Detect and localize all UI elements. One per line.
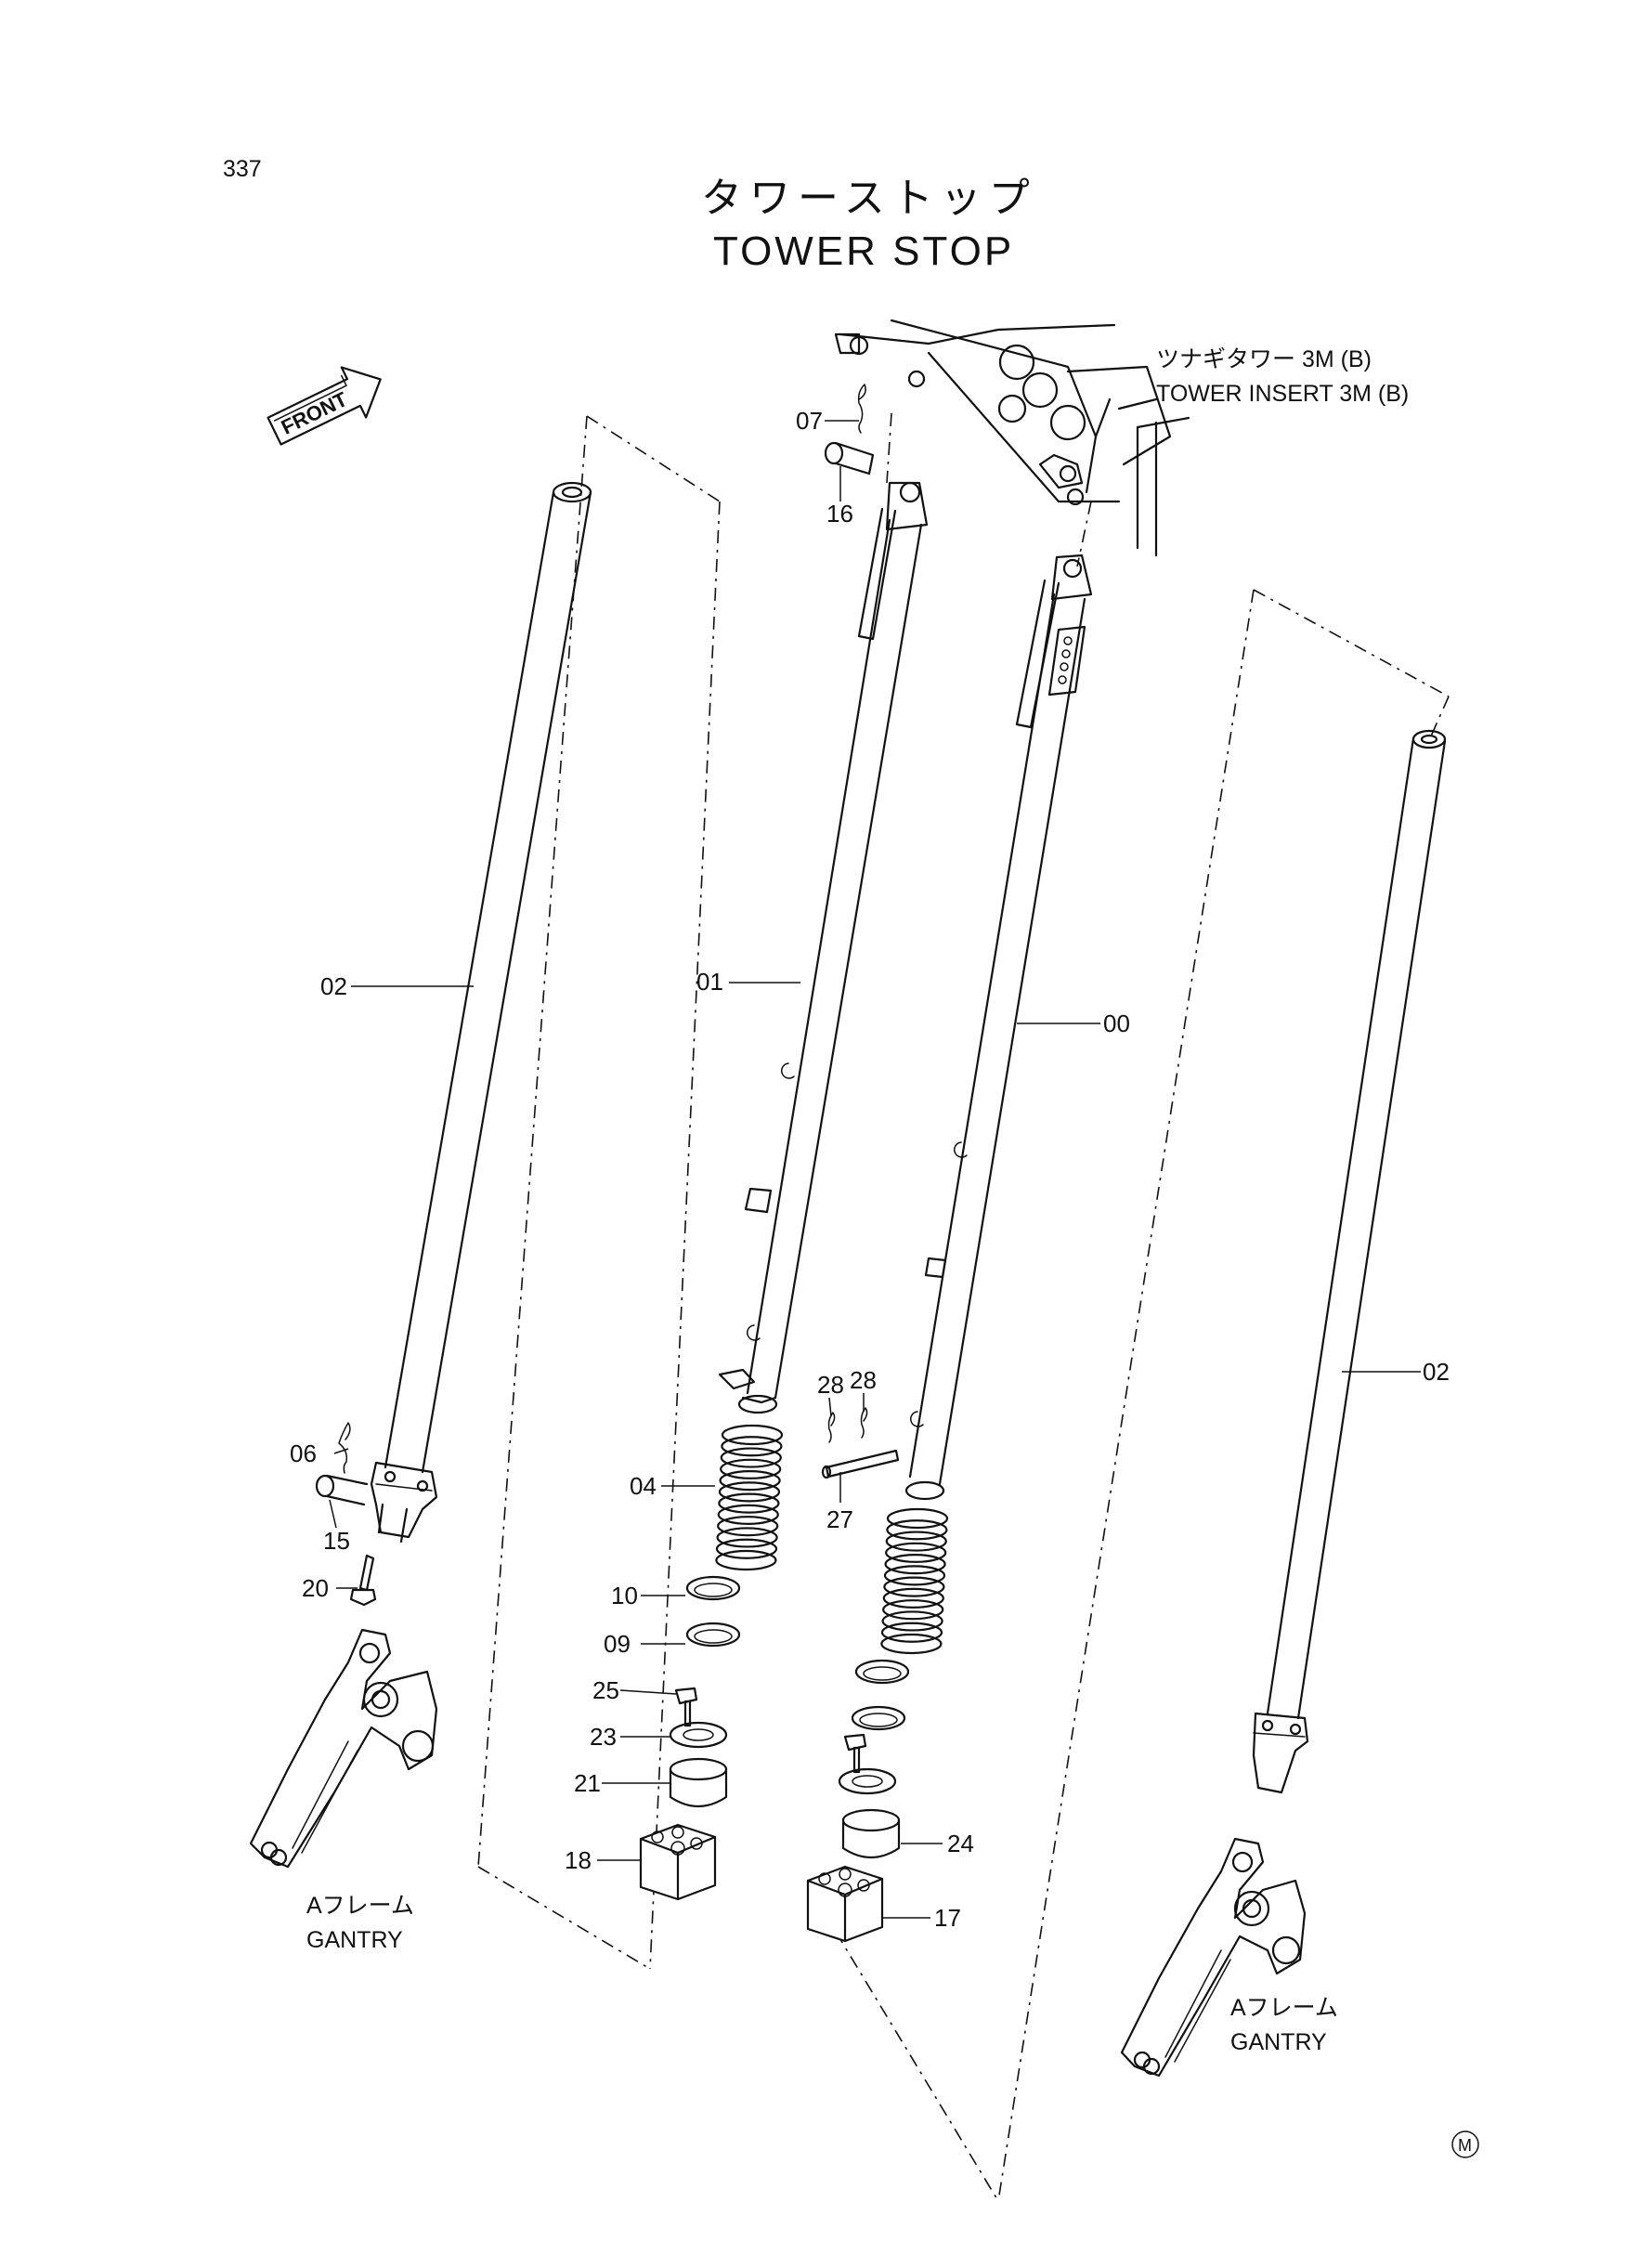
m-mark-letter: M (1458, 2136, 1472, 2155)
callout-20: 20 (302, 1574, 329, 1602)
part-15-pin (315, 1474, 369, 1506)
part-28-clip-b (860, 1407, 868, 1439)
callout-21: 21 (574, 1769, 601, 1797)
spring-coil (721, 1424, 784, 1446)
spring-coil (885, 1531, 947, 1552)
spring-right (880, 1507, 949, 1655)
gantry-left-label-en: GANTRY (306, 1927, 403, 1953)
spring-coil (721, 1436, 783, 1457)
spring-coil (715, 1549, 777, 1571)
spring-coil (715, 1538, 778, 1559)
spring-coil (716, 1527, 778, 1548)
callout-25: 25 (592, 1676, 619, 1704)
spring-coil (884, 1553, 946, 1575)
part-25-bolt (674, 1687, 698, 1727)
callout-10: 10 (611, 1582, 638, 1609)
spring-coil (720, 1458, 782, 1479)
callout-16: 16 (826, 500, 853, 528)
gantry-right-label-jp: Aフレーム (1230, 1995, 1338, 2021)
tower-insert-fragment (834, 319, 1190, 557)
part-00-rod (904, 554, 1093, 1501)
assembly-lines (477, 412, 1450, 2202)
tower-insert-label-jp: ツナギタワー 3M (B) (1156, 346, 1372, 372)
part-07-pin-clip (857, 384, 866, 434)
part-18-base-block (639, 1823, 717, 1901)
spring-coil (720, 1447, 782, 1468)
callout-02-right: 02 (1423, 1358, 1450, 1386)
title-english: TOWER STOP (713, 228, 1014, 274)
spring-coil (717, 1504, 779, 1526)
callout-01: 01 (696, 968, 723, 996)
spring-coil (885, 1542, 947, 1563)
tower-insert-label: ツナギタワー 3M (B) TOWER INSERT 3M (B) (1156, 346, 1409, 407)
spring-coil (718, 1481, 781, 1503)
gantry-right-label: Aフレーム GANTRY (1230, 1995, 1338, 2055)
title-japanese: タワーストップ (701, 175, 1037, 222)
callout-labels: 02 01 00 02 07 16 06 15 20 04 10 09 25 2… (290, 407, 1450, 1932)
m-mark-icon: M (1451, 2130, 1479, 2158)
gantry-left-label-jp: Aフレーム (306, 1893, 414, 1919)
tower-insert-label-en: TOWER INSERT 3M (B) (1156, 381, 1409, 407)
gantry-right-label-en: GANTRY (1230, 2029, 1327, 2055)
part-04-spring (715, 1424, 784, 1571)
spring-coil (882, 1599, 944, 1621)
gantry-right (1120, 1837, 1307, 2078)
spring-coil (883, 1576, 945, 1597)
gantry-left-label: Aフレーム GANTRY (306, 1893, 414, 1953)
callout-06: 06 (290, 1440, 317, 1467)
page-number: 337 (223, 156, 262, 182)
front-arrow-icon: FRONT (267, 366, 382, 446)
part-01-rod (718, 481, 929, 1414)
part-02-right-rod (1252, 729, 1447, 1794)
spring-coil (880, 1633, 943, 1655)
spring-coil (882, 1587, 944, 1609)
callout-27: 27 (826, 1505, 853, 1533)
part-28-clip-a (827, 1412, 836, 1443)
part-20-bolt (349, 1554, 377, 1607)
callout-02-left: 02 (320, 972, 347, 1000)
spring-coil (886, 1507, 949, 1530)
part-23-washer (669, 1721, 728, 1749)
part-27-pin (821, 1449, 900, 1479)
callout-07: 07 (796, 407, 823, 435)
part-02-left-rod (370, 481, 592, 1544)
callout-17: 17 (934, 1904, 961, 1932)
part-21-cup (669, 1757, 728, 1807)
part-09-ring (685, 1622, 741, 1648)
callout-28-b: 28 (850, 1366, 877, 1394)
part-10-ring (685, 1575, 741, 1601)
callout-18: 18 (565, 1846, 592, 1874)
part-17-base-block (806, 1865, 884, 1943)
part-24-cup (841, 1808, 901, 1858)
spring-coil (880, 1622, 943, 1643)
spring-coil (717, 1516, 779, 1537)
part-16-pin (824, 441, 875, 476)
callout-28-a: 28 (817, 1371, 844, 1399)
spring-coil (719, 1469, 781, 1492)
right-stack-rings (838, 1659, 910, 1795)
gantry-left (249, 1628, 438, 1869)
callout-00: 00 (1103, 1010, 1130, 1037)
spring-coil (886, 1519, 948, 1541)
spring-coil (883, 1565, 946, 1586)
leader-lines (329, 420, 1421, 1919)
callout-04: 04 (630, 1472, 657, 1500)
spring-coil (881, 1610, 943, 1632)
spring-coil (718, 1492, 780, 1514)
callout-24: 24 (947, 1830, 974, 1857)
callout-15: 15 (323, 1527, 350, 1555)
callout-23: 23 (590, 1723, 617, 1751)
callout-09: 09 (604, 1630, 631, 1658)
part-06-pin-clip (338, 1422, 351, 1474)
